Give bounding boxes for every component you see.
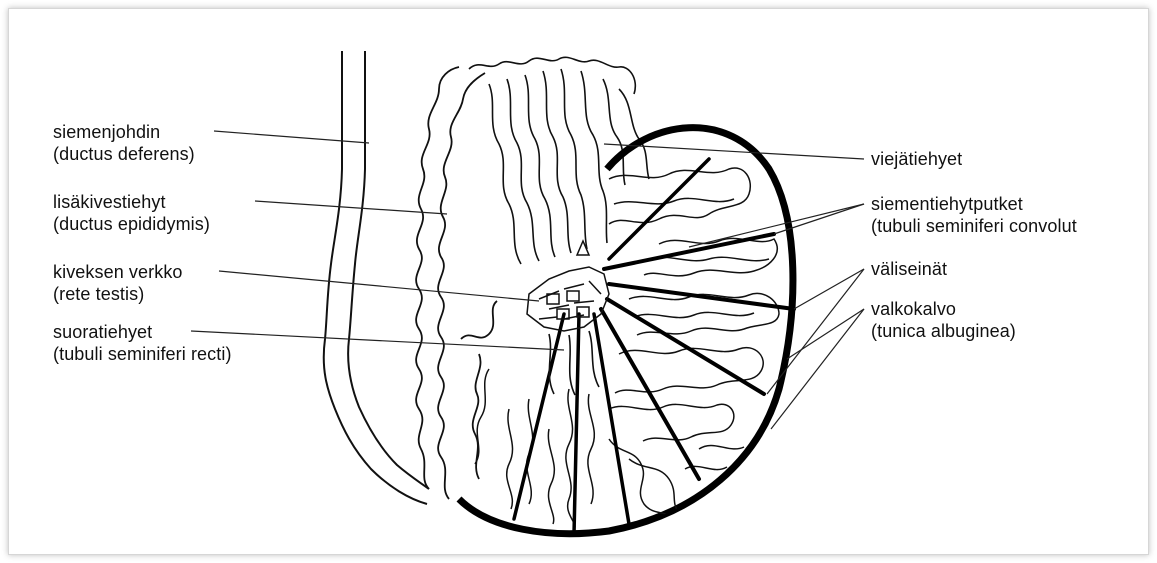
label-tunica-albuginea: valkokalvo (tunica albuginea) [871, 298, 1016, 342]
label-ductus-epididymis-fi: lisäkivestiehyt [53, 191, 210, 213]
leader-lines [191, 131, 864, 429]
label-septa: väliseinät [871, 258, 947, 280]
label-rete-testis: kiveksen verkko (rete testis) [53, 261, 183, 305]
ductus-deferens [324, 51, 429, 504]
label-rete-testis-fi: kiveksen verkko [53, 261, 183, 283]
label-tunica-albuginea-la: (tunica albuginea) [871, 320, 1016, 342]
label-tubuli-convoluti-la: (tubuli seminiferi convolut [871, 215, 1077, 237]
rete-testis [527, 241, 609, 331]
ductuli-efferentes [469, 57, 649, 264]
testis-body [459, 128, 794, 534]
septa-testis [514, 159, 794, 534]
label-tubuli-convoluti: siementiehytputket (tubuli seminiferi co… [871, 193, 1077, 237]
label-ductus-epididymis-la: (ductus epididymis) [53, 213, 210, 235]
label-tubuli-recti-fi: suoratiehyet [53, 321, 232, 343]
label-ductus-epididymis: lisäkivestiehyt (ductus epididymis) [53, 191, 210, 235]
tunica-albuginea [459, 128, 793, 534]
image-frame: siemenjohdin (ductus deferens) lisäkives… [8, 8, 1149, 555]
seminiferous-tubules [475, 168, 779, 529]
label-ductuli-efferentes: viejätiehyet [871, 148, 962, 170]
label-tunica-albuginea-fi: valkokalvo [871, 298, 1016, 320]
ductus-epididymis [416, 67, 497, 499]
label-ductus-deferens-la: (ductus deferens) [53, 143, 195, 165]
label-tubuli-convoluti-fi: siementiehytputket [871, 193, 1077, 215]
label-rete-testis-la: (rete testis) [53, 283, 183, 305]
label-septa-fi: väliseinät [871, 258, 947, 280]
label-ductus-deferens-fi: siemenjohdin [53, 121, 195, 143]
label-tubuli-recti-la: (tubuli seminiferi recti) [53, 343, 232, 365]
label-ductuli-efferentes-fi: viejätiehyet [871, 148, 962, 170]
label-ductus-deferens: siemenjohdin (ductus deferens) [53, 121, 195, 165]
label-tubuli-recti: suoratiehyet (tubuli seminiferi recti) [53, 321, 232, 365]
